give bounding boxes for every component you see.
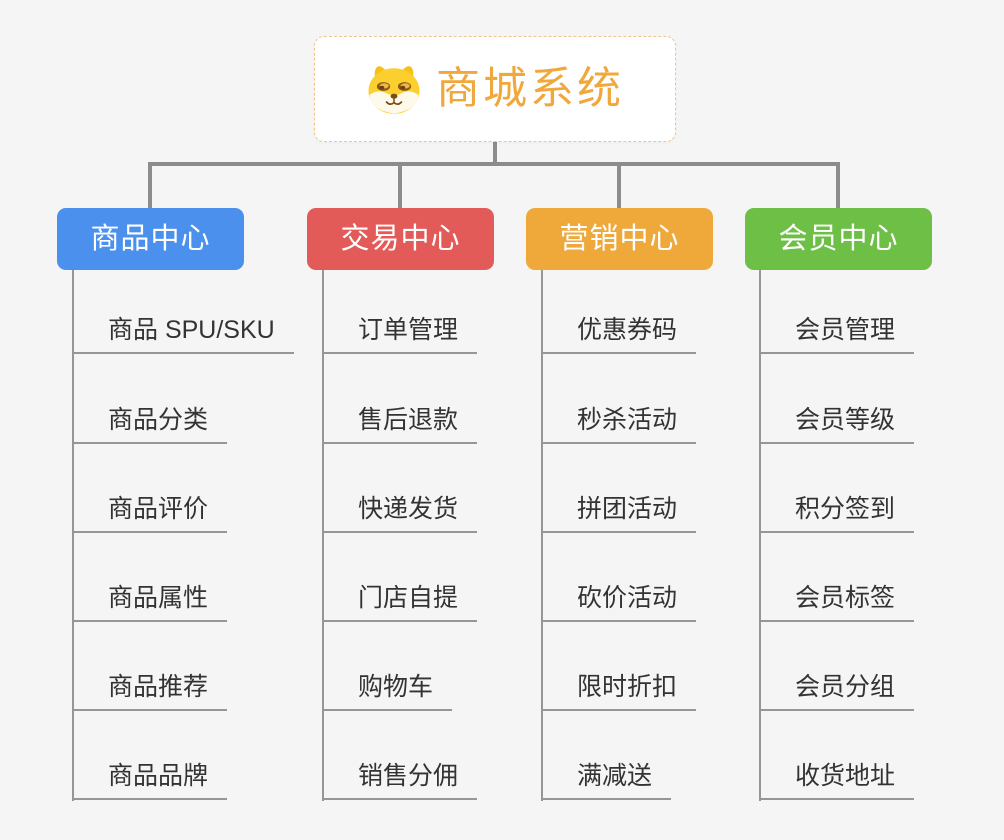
leaf-node-full-reduction[interactable]: 满减送 [543, 764, 672, 800]
connector-drop-trade-center [398, 162, 402, 209]
leaf-node-aftersale-refund[interactable]: 售后退款 [324, 408, 478, 444]
leaf-node-member-group[interactable]: 会员分组 [761, 675, 915, 711]
branch-column-member-center: 会员管理 会员等级 积分签到 会员标签 会员分组 收货地址 [759, 270, 1004, 801]
root-node-title: 商城系统 [436, 64, 624, 113]
leaf-node-shipping-address[interactable]: 收货地址 [761, 764, 915, 800]
root-node-mall-system[interactable]: 商城系统 [314, 36, 676, 142]
connector-horizontal-rail [148, 162, 840, 166]
leaf-node-member-tag[interactable]: 会员标签 [761, 586, 915, 622]
connector-drop-product-center [148, 162, 152, 209]
leaf-node-store-pickup[interactable]: 门店自提 [324, 586, 478, 622]
leaf-node-group-buy[interactable]: 拼团活动 [543, 497, 697, 533]
branch-node-member-center[interactable]: 会员中心 [745, 208, 932, 270]
shiba-dog-icon [368, 66, 420, 114]
leaf-node-product-spu-sku[interactable]: 商品 SPU/SKU [74, 318, 294, 354]
leaf-node-product-brand[interactable]: 商品品牌 [74, 764, 228, 800]
leaf-node-sales-commission[interactable]: 销售分佣 [324, 764, 478, 800]
leaf-node-limited-discount[interactable]: 限时折扣 [543, 675, 697, 711]
leaf-node-coupon-code[interactable]: 优惠券码 [543, 318, 697, 354]
connector-root-stub [493, 142, 497, 164]
leaf-node-bargain-activity[interactable]: 砍价活动 [543, 586, 697, 622]
leaf-node-express-shipping[interactable]: 快递发货 [324, 497, 478, 533]
leaf-node-product-review[interactable]: 商品评价 [74, 497, 228, 533]
connector-drop-member-center [836, 162, 840, 209]
leaf-node-shopping-cart[interactable]: 购物车 [324, 675, 453, 711]
branch-column-product-center: 商品 SPU/SKU 商品分类 商品评价 商品属性 商品推荐 商品品牌 [72, 270, 324, 801]
branch-column-marketing-center: 优惠券码 秒杀活动 拼团活动 砍价活动 限时折扣 满减送 [541, 270, 793, 801]
leaf-node-points-checkin[interactable]: 积分签到 [761, 497, 915, 533]
branch-node-marketing-center[interactable]: 营销中心 [526, 208, 713, 270]
leaf-node-flash-sale[interactable]: 秒杀活动 [543, 408, 697, 444]
leaf-node-order-management[interactable]: 订单管理 [324, 318, 478, 354]
connector-drop-marketing-center [617, 162, 621, 209]
leaf-node-product-attribute[interactable]: 商品属性 [74, 586, 228, 622]
leaf-node-product-category[interactable]: 商品分类 [74, 408, 228, 444]
leaf-node-product-recommend[interactable]: 商品推荐 [74, 675, 228, 711]
branch-node-product-center[interactable]: 商品中心 [57, 208, 244, 270]
branch-node-trade-center[interactable]: 交易中心 [307, 208, 494, 270]
leaf-node-member-level[interactable]: 会员等级 [761, 408, 915, 444]
leaf-node-member-management[interactable]: 会员管理 [761, 318, 915, 354]
branch-column-trade-center: 订单管理 售后退款 快递发货 门店自提 购物车 销售分佣 [322, 270, 574, 801]
